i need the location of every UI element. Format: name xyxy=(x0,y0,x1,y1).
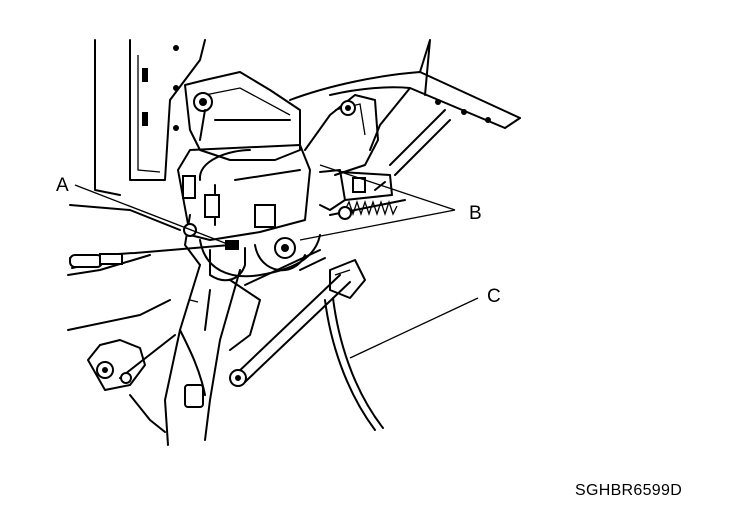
lower-left-bracket xyxy=(87,334,176,433)
label-c: C xyxy=(487,286,501,307)
right-bracket xyxy=(304,94,393,211)
figure-code: SGHBR6599D xyxy=(575,482,683,499)
leader-lines xyxy=(74,164,479,359)
lever-housing xyxy=(177,144,311,266)
ratchet-sector xyxy=(199,234,326,282)
rear-cable xyxy=(324,297,384,431)
mounting-bracket xyxy=(184,71,301,161)
pedal-arm xyxy=(164,249,321,446)
return-spring xyxy=(329,199,406,220)
front-cable xyxy=(69,240,239,269)
support-rod xyxy=(229,259,366,387)
body-panel xyxy=(67,39,206,331)
label-b: B xyxy=(469,203,482,224)
label-a: A xyxy=(56,175,69,196)
upper-frame xyxy=(289,39,521,176)
